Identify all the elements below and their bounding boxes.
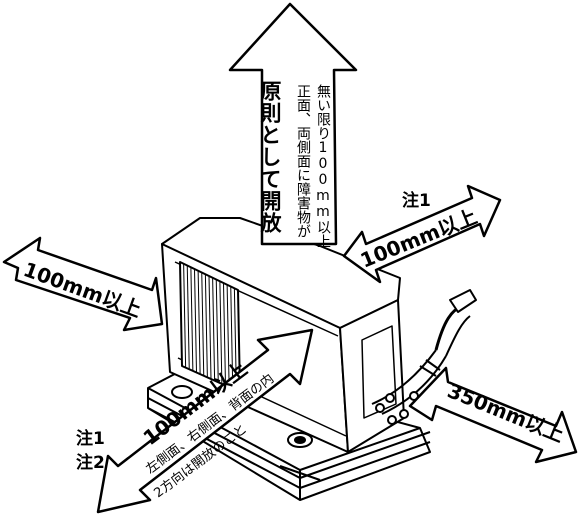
- top-arrow-note-line1: 正面、両側面に障害物が: [295, 84, 311, 238]
- grille-slat: [215, 279, 219, 383]
- grille-slat: [223, 282, 226, 386]
- top-clearance-arrow: 原則として開放 正面、両側面に障害物が 無い限り100mm以上: [228, 2, 358, 248]
- grille-slat: [197, 270, 201, 375]
- side-note-2: 注2: [76, 452, 105, 473]
- grille-slat: [204, 274, 208, 378]
- right-bottom-clearance-arrow: 350mm以上: [408, 366, 578, 464]
- piping: [371, 289, 477, 425]
- top-arrow-main-label: 原則として開放: [258, 80, 283, 234]
- right-top-arrow-label: 100mm以上: [357, 204, 480, 272]
- grille-slat: [186, 265, 190, 370]
- grille-slat: [194, 268, 197, 373]
- grille-slat: [208, 275, 212, 380]
- top-arrow-note-line2: 無い限り100mm以上: [315, 84, 331, 248]
- left-clearance-arrow: 100mm以上: [2, 236, 164, 332]
- grille-slat: [219, 281, 223, 384]
- grille-slat: [226, 284, 230, 388]
- right-top-clearance-arrow: 100mm以上 注1: [342, 184, 502, 284]
- side-note-1: 注1: [76, 428, 105, 449]
- grille-slat: [212, 277, 216, 381]
- grille-slat: [230, 286, 234, 389]
- grille-slats: [183, 263, 237, 391]
- grille-slat: [201, 272, 205, 376]
- right-top-arrow-note: 注1: [402, 190, 431, 211]
- grille-slat: [183, 263, 187, 368]
- grille-slat: [190, 267, 194, 371]
